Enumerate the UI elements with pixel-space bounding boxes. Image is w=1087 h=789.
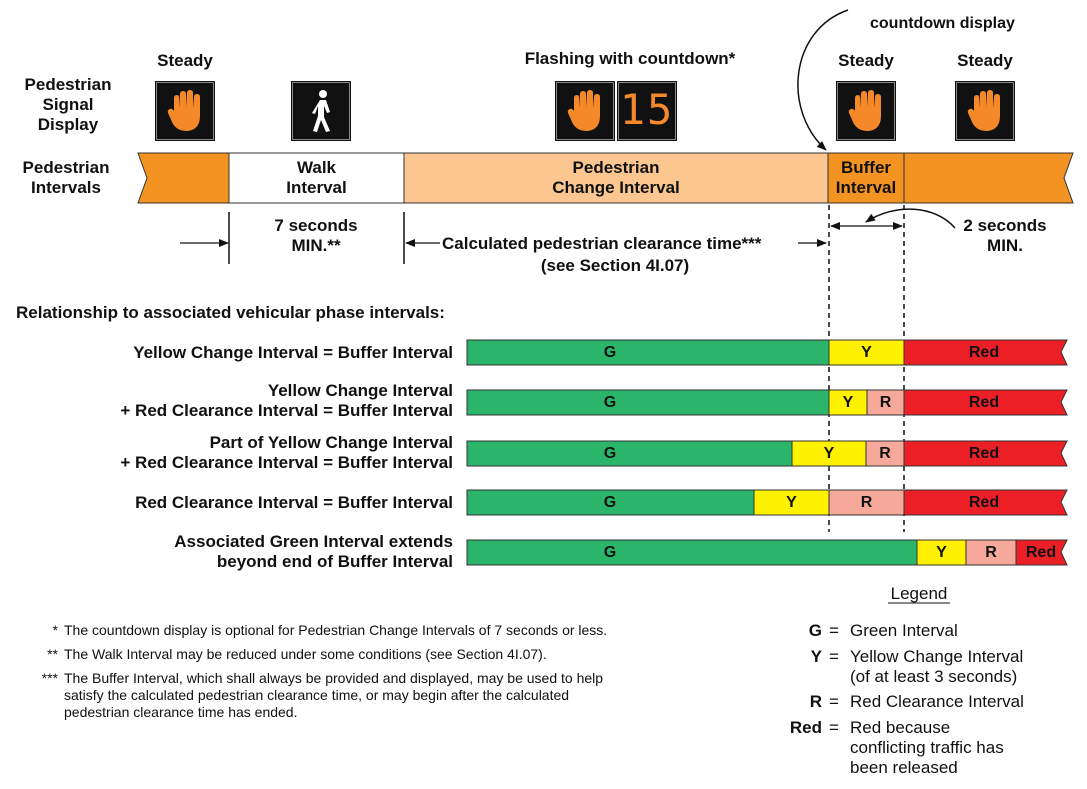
segment-code: Red xyxy=(968,445,1000,462)
ped-band-steady-left xyxy=(137,152,230,204)
segment-code: R xyxy=(879,394,892,411)
header-steady-2: Steady xyxy=(838,51,894,70)
legend-key: Y xyxy=(810,647,822,666)
legend-equals: = xyxy=(829,621,839,640)
buffer-interval-label: Buffer Interval xyxy=(835,158,897,197)
hand-signal-icon xyxy=(836,81,896,141)
footnote-text: The countdown display is optional for Pe… xyxy=(64,622,608,638)
footnote-mark: * xyxy=(52,622,58,638)
segment-code: Y xyxy=(842,394,854,411)
segment-code: Red xyxy=(968,394,1000,411)
segment-code: G xyxy=(603,344,617,361)
countdown-digits: 15 xyxy=(619,85,675,134)
segment-code: G xyxy=(603,445,617,462)
legend-equals: = xyxy=(829,647,839,666)
footnote-text: The Buffer Interval, which shall always … xyxy=(64,670,604,720)
phase-bar-4 xyxy=(466,489,1068,516)
footnote-text: The Walk Interval may be reduced under s… xyxy=(64,646,547,662)
footnote-mark: *** xyxy=(41,670,58,686)
legend-equals: = xyxy=(829,718,839,737)
phase-bar-3 xyxy=(466,440,1068,467)
header-steady-1: Steady xyxy=(157,51,213,70)
segment-code: R xyxy=(879,445,891,462)
segment-code: R xyxy=(860,494,873,511)
legend-equals: = xyxy=(829,692,839,711)
walk-interval-label: Walk Interval xyxy=(286,158,347,197)
row-label-signal-display: Pedestrian Signal Display xyxy=(24,75,112,134)
legend-text: Red because conflicting traffic has been… xyxy=(850,718,1004,777)
change-interval-label: Pedestrian Change Interval xyxy=(552,158,680,197)
segment-code: Y xyxy=(861,344,872,361)
segment-code: Red xyxy=(1025,544,1057,561)
legend-key: Red xyxy=(789,718,822,737)
legend-title: Legend xyxy=(890,584,948,603)
ped-band-buffer xyxy=(827,152,905,204)
segment-code: G xyxy=(603,494,617,511)
walk-min-label: 7 seconds MIN.** xyxy=(274,216,358,255)
header-steady-3: Steady xyxy=(957,51,1013,70)
ped-band-walk xyxy=(228,152,405,204)
legend-key: G xyxy=(808,621,822,640)
ped-band-change xyxy=(403,152,829,204)
ped-band-steady-right xyxy=(903,152,1074,204)
hand-signal-icon xyxy=(955,81,1015,141)
countdown-display-icon: 15 xyxy=(617,81,677,141)
legend-text: Yellow Change Interval (of at least 3 se… xyxy=(850,647,1024,686)
phase-bar-2 xyxy=(466,389,1068,416)
phase-row-label: Part of Yellow Change Interval + Red Cle… xyxy=(120,433,453,472)
segment-code: G xyxy=(603,544,617,561)
buffer-min-label: 2 seconds MIN. xyxy=(963,216,1047,255)
relationship-heading: Relationship to associated vehicular pha… xyxy=(16,303,445,322)
legend-key: R xyxy=(809,692,822,711)
phase-bar-5 xyxy=(466,539,1068,566)
phase-row-label: Red Clearance Interval = Buffer Interval xyxy=(135,493,453,512)
phase-bar-1 xyxy=(466,339,1068,366)
segment-code: Y xyxy=(823,445,835,462)
segment-code: Red xyxy=(968,344,1000,361)
walking-person-icon xyxy=(291,81,351,141)
segment-code: R xyxy=(985,544,997,561)
phase-row-label: Yellow Change Interval + Red Clearance I… xyxy=(120,381,453,420)
clearance-ref-label: (see Section 4I.07) xyxy=(540,256,690,275)
countdown-display-label: countdown display xyxy=(870,15,1015,32)
phase-row-label: Associated Green Interval extends beyond… xyxy=(174,532,453,571)
segment-code: Y xyxy=(936,544,947,561)
footnote-mark: ** xyxy=(47,646,58,662)
header-flashing: Flashing with countdown* xyxy=(524,49,736,68)
clearance-time-label: Calculated pedestrian clearance time*** xyxy=(442,234,762,253)
phase-row-label: Yellow Change Interval = Buffer Interval xyxy=(133,343,453,362)
row-label-ped-intervals: Pedestrian Intervals xyxy=(22,158,110,197)
hand-signal-icon xyxy=(155,81,215,141)
segment-code: Red xyxy=(968,494,1000,511)
legend-text: Red Clearance Interval xyxy=(850,692,1024,711)
segment-code: G xyxy=(603,394,617,411)
hand-signal-icon xyxy=(555,81,615,141)
legend-text: Green Interval xyxy=(850,621,958,640)
segment-code: Y xyxy=(786,494,797,511)
